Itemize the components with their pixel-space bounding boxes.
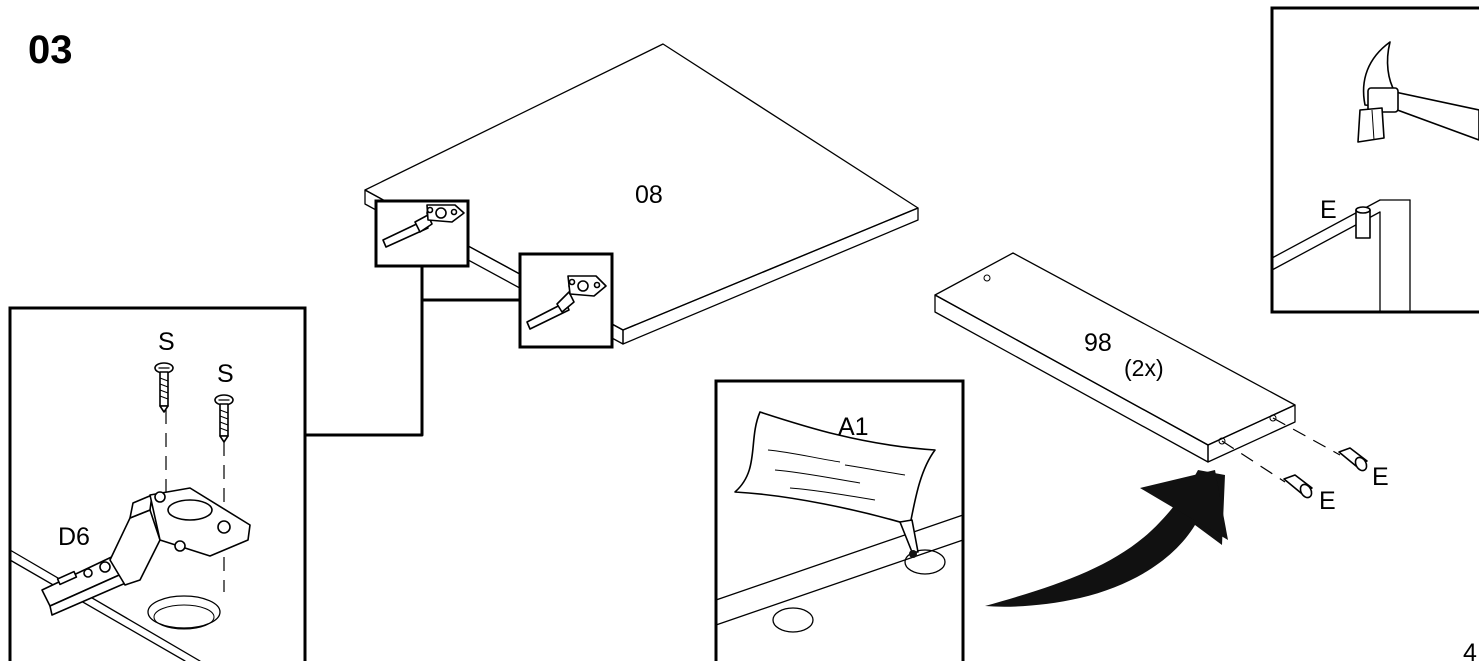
hinge-callout-box-2 (518, 252, 614, 349)
dowel-e-1-label: E (1319, 487, 1336, 515)
glue-tube-a1 (734, 411, 936, 558)
dowel-e-2-label: E (1372, 463, 1389, 491)
dowel-e-1 (1283, 474, 1313, 499)
panel-08-label: 08 (635, 181, 663, 209)
screw-s-2-label: S (217, 360, 234, 388)
dowel-e-hammer-label: E (1320, 196, 1337, 224)
hinge-d6-label: D6 (58, 523, 90, 551)
dowels-e: E E (1221, 417, 1389, 515)
page-number: 4 (1463, 639, 1477, 661)
step-number: 03 (28, 28, 73, 72)
hinge-d6 (41, 487, 251, 616)
dowel-e-hammer (1355, 206, 1371, 239)
screw-s-1-label: S (158, 328, 175, 356)
panel-98: 98 (2x) (934, 252, 1296, 463)
glue-detail-box: A1 (714, 379, 965, 661)
hammer-detail-box: E (1270, 6, 1479, 314)
hinge-callout-box-1 (374, 199, 470, 268)
callout-connector (303, 264, 522, 437)
curved-arrow (985, 470, 1228, 607)
panel-98-label: 98 (1084, 329, 1112, 357)
hammer-icon (1357, 41, 1479, 143)
panel-98-quantity: (2x) (1124, 355, 1164, 381)
glue-a1-label: A1 (838, 413, 869, 441)
dowel-e-2 (1338, 447, 1368, 472)
screw-s-2 (214, 394, 234, 443)
hinge-detail-box: S S D6 (8, 306, 307, 661)
screw-s-1 (154, 362, 174, 413)
